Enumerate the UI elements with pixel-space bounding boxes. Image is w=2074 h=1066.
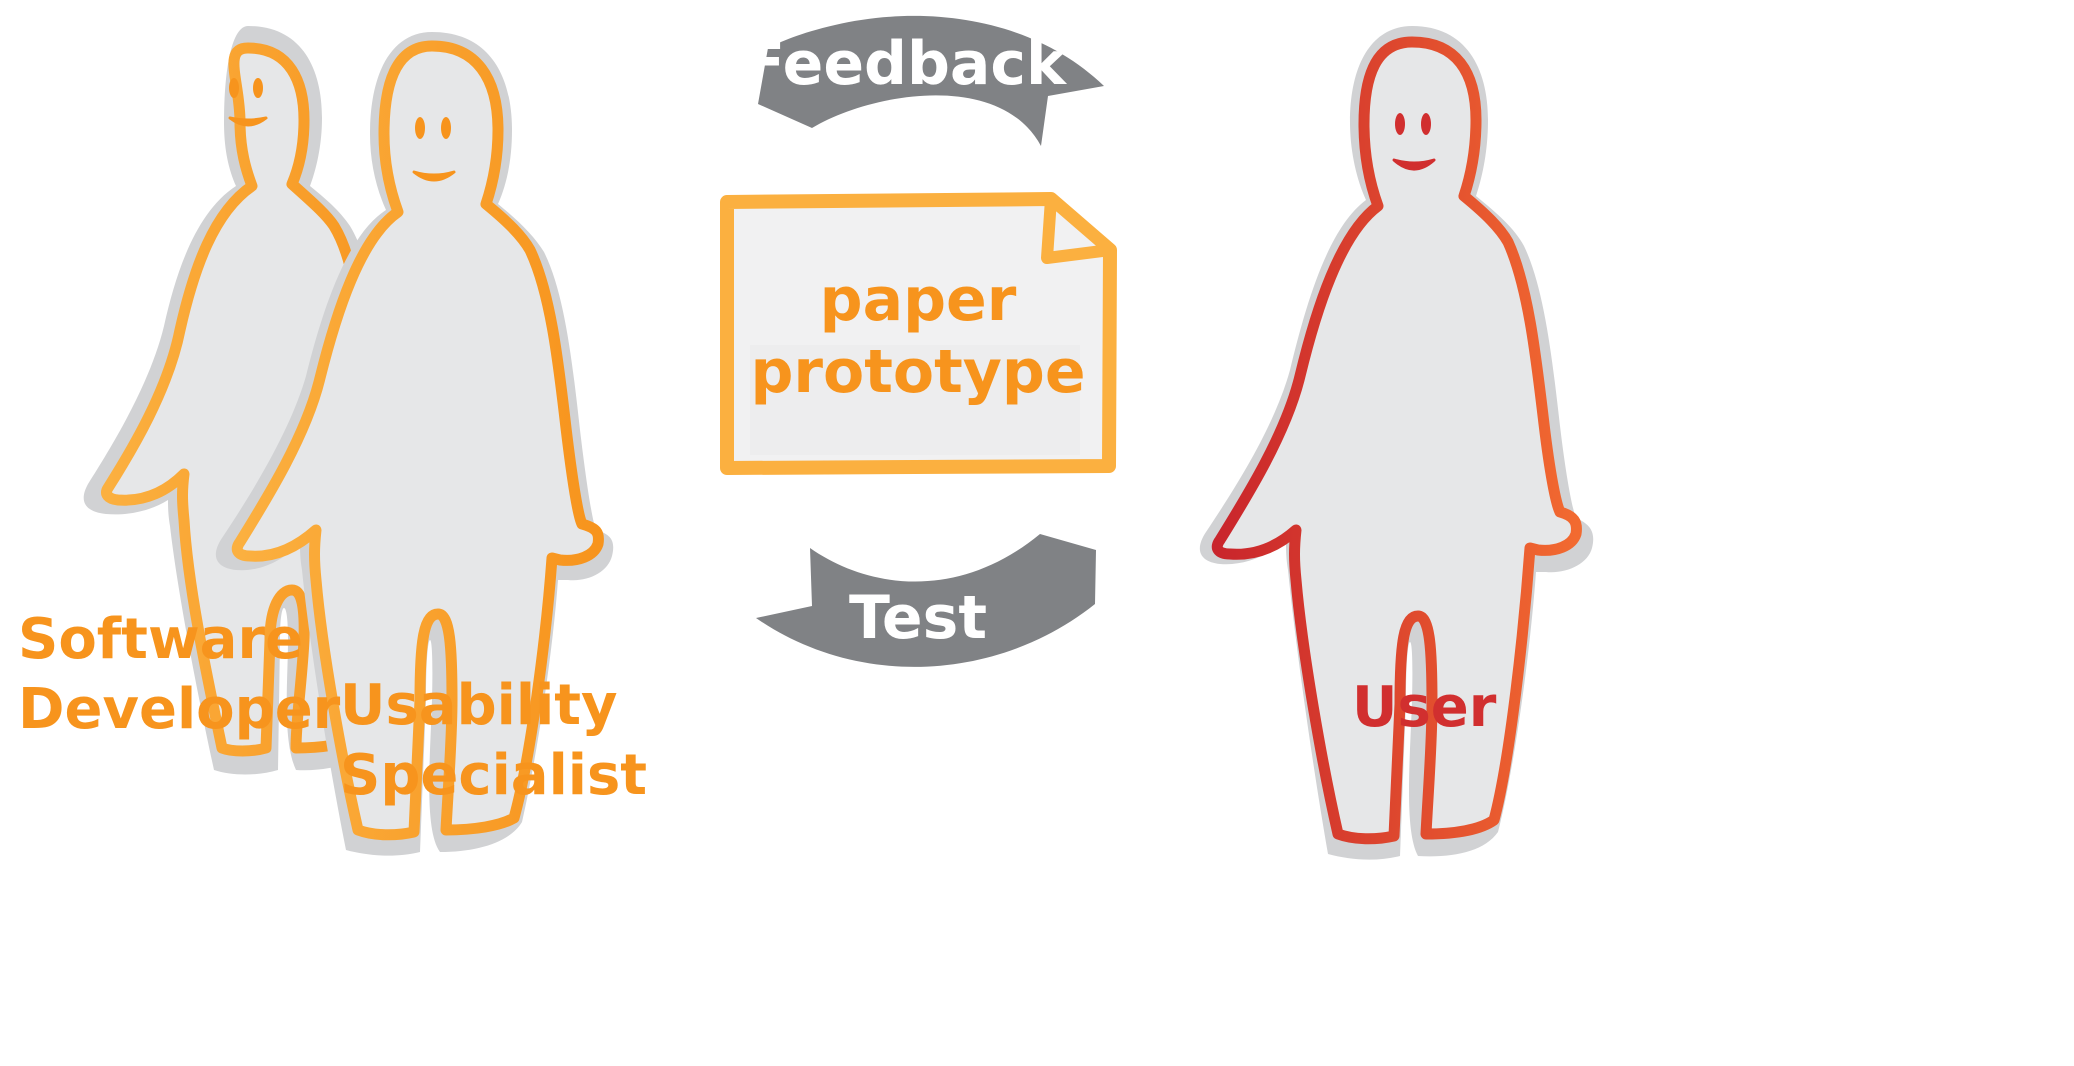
folded-corner: [1041, 193, 1116, 264]
usability-specialist-figure: [215, 32, 614, 856]
usability-specialist-label-line2: Specialist: [340, 743, 648, 808]
user-body: [1211, 36, 1582, 845]
software-developer-label-line1: Software: [18, 607, 304, 672]
prototype-label-line1: paper: [820, 265, 1017, 335]
user-figure: [1199, 26, 1594, 860]
user-label: User: [1352, 675, 1497, 740]
user-smile: [1392, 158, 1436, 171]
user-left-eye: [1395, 113, 1405, 135]
test-arrow: [756, 534, 1096, 667]
developer-smile: [228, 116, 268, 127]
specialist-smile: [412, 170, 456, 182]
test-label: Test: [849, 583, 987, 653]
developer-right-eye: [253, 78, 263, 98]
usability-specialist-label-line1: Usability: [340, 673, 618, 738]
paper-prototype-sheet: [720, 192, 1117, 475]
specialist-right-eye: [441, 117, 451, 139]
prototype-label-line2: prototype: [750, 337, 1085, 407]
specialist-body: [231, 40, 604, 841]
software-developer-label-line2: Developer: [18, 677, 341, 742]
feedback-arrow: [758, 15, 1104, 146]
specialist-left-eye: [415, 117, 425, 139]
developer-left-eye: [229, 78, 239, 98]
feedback-label: Feedback: [744, 29, 1068, 99]
user-right-eye: [1421, 113, 1431, 135]
